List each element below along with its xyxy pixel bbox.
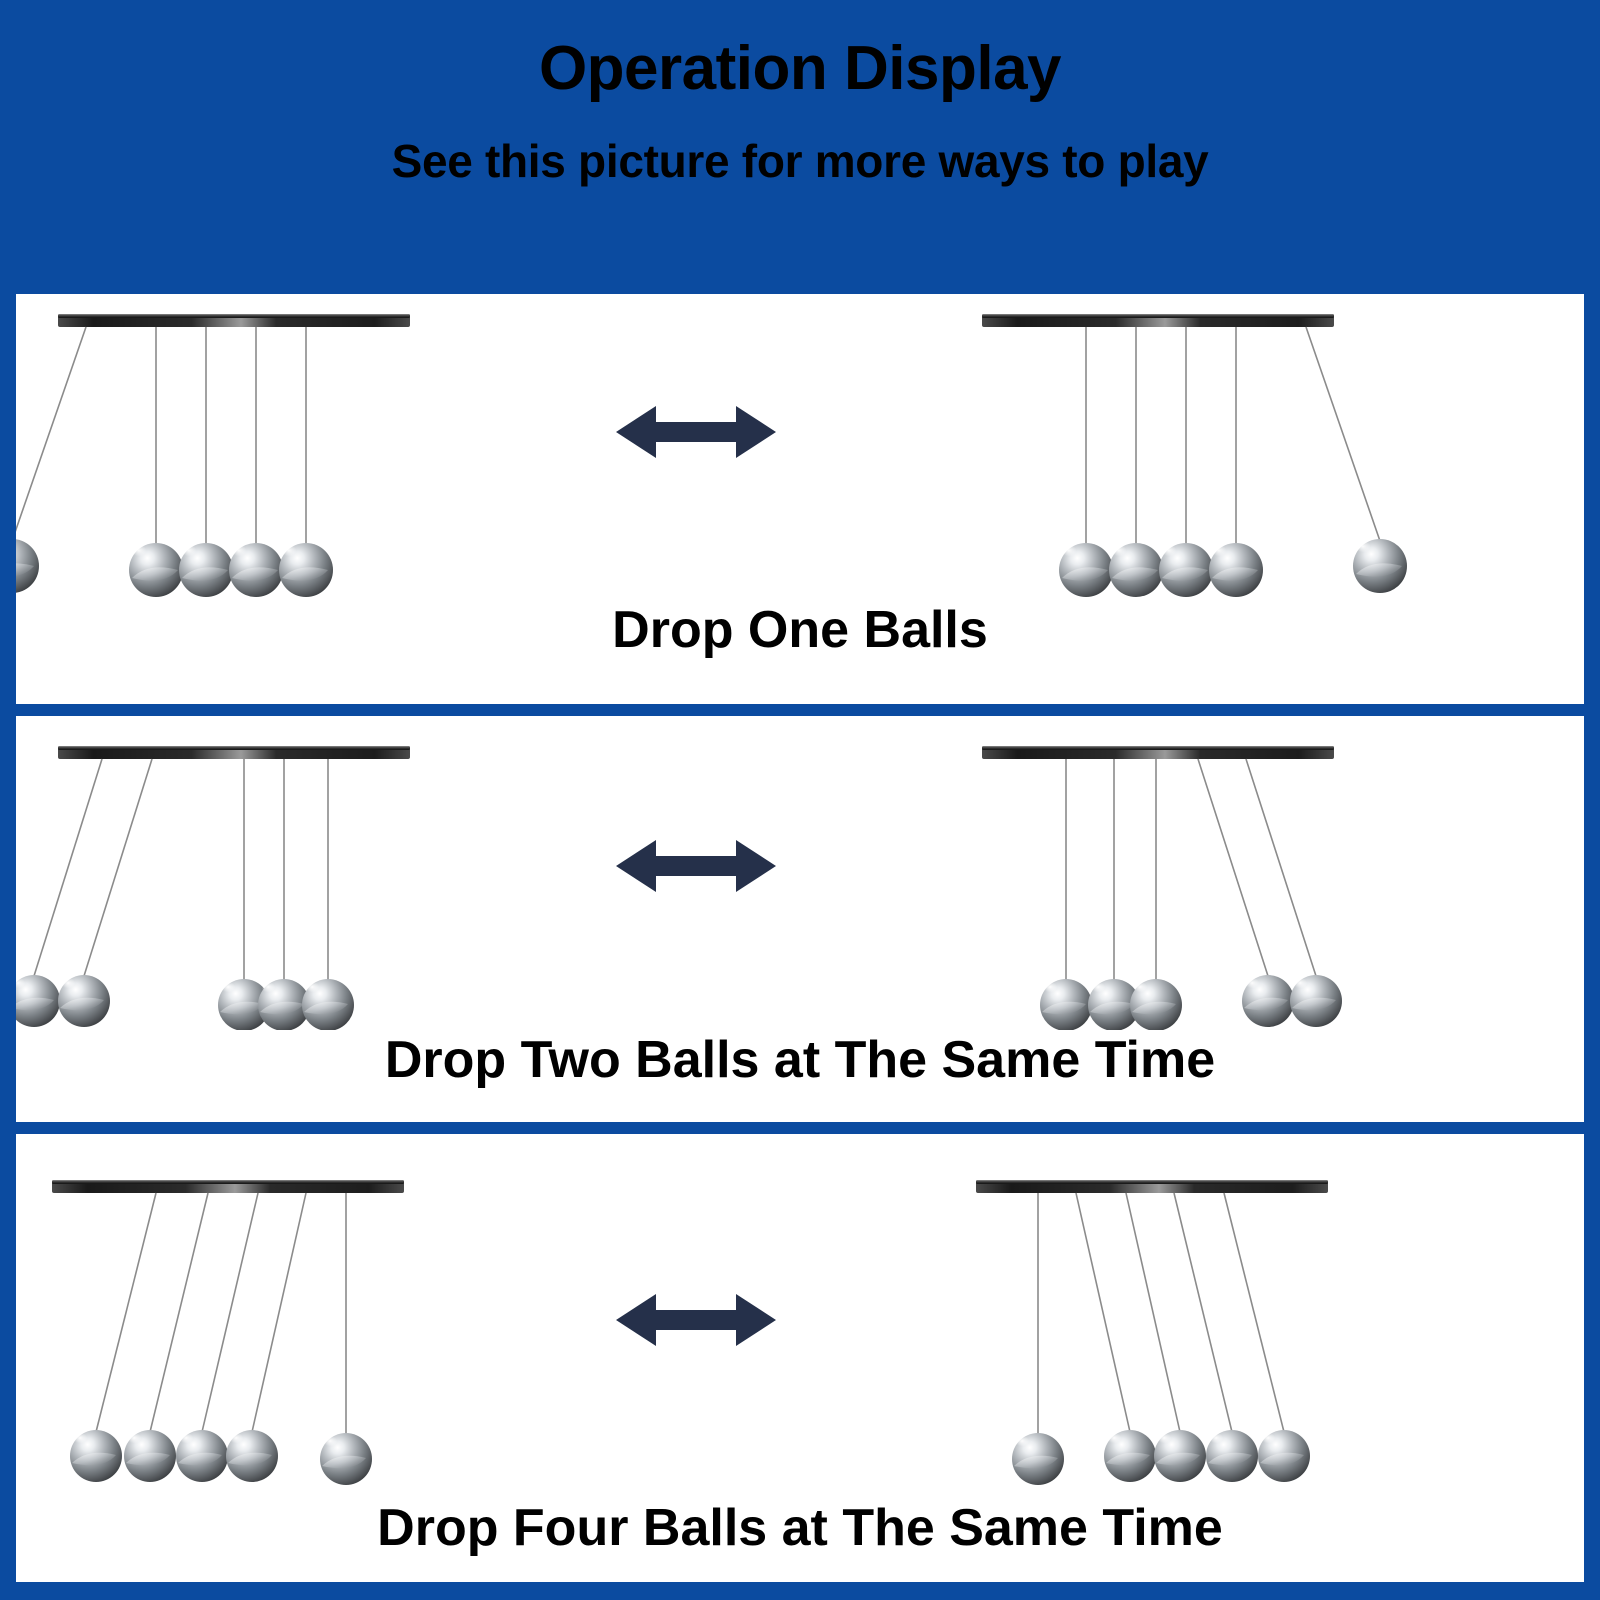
ball [229,543,283,597]
right-cradle-four [976,1180,1328,1485]
ball [226,1430,278,1482]
panel-caption: Drop Two Balls at The Same Time [384,1031,1216,1089]
left-cradle-one [16,314,410,597]
ball [1353,539,1407,593]
panel-drop-two: Drop Two Balls at The Same Time [14,714,1586,1124]
double-arrow-horizontal-icon [616,406,776,458]
ball [1290,975,1342,1027]
panel-drop-one: Drop One Balls [14,292,1586,706]
panel-caption: Drop One Balls [612,601,988,659]
ball [129,543,183,597]
ball [1104,1430,1156,1482]
double-arrow-horizontal-icon [616,840,776,892]
page-title: Operation Display [538,34,1062,103]
ball [16,975,60,1027]
panel-caption: Drop Four Balls at The Same Time [377,1499,1223,1557]
header-banner: Operation Display See this picture for m… [0,0,1600,292]
left-cradle-four [52,1180,404,1485]
ball [1258,1430,1310,1482]
right-cradle-one [982,314,1407,597]
ball [1059,543,1113,597]
ball [1206,1430,1258,1482]
ball [1130,979,1182,1030]
left-cradle-two [16,746,410,1030]
double-arrow-horizontal-icon [616,1294,776,1346]
ball [124,1430,176,1482]
newtons-cradle-illustration-four [16,1164,1584,1494]
ball [1040,979,1092,1030]
ball [1012,1433,1064,1485]
ball [302,979,354,1030]
ball [1154,1430,1206,1482]
ball [1159,543,1213,597]
ball [1209,543,1263,597]
ball [16,539,39,593]
ball [58,975,110,1027]
ball [218,979,270,1030]
panel-drop-four: Drop Four Balls at The Same Time [14,1132,1586,1584]
ball [1109,543,1163,597]
newtons-cradle-illustration-one [16,298,1584,598]
right-cradle-two [982,746,1342,1030]
ball [320,1433,372,1485]
ball [1242,975,1294,1027]
page-subtitle: See this picture for more ways to play [391,135,1209,187]
ball [1088,979,1140,1030]
panel-list: Drop One Balls [0,292,1600,1600]
ball [70,1430,122,1482]
ball [279,543,333,597]
newtons-cradle-illustration-two [16,724,1584,1030]
ball [176,1430,228,1482]
ball [179,543,233,597]
ball [258,979,310,1030]
